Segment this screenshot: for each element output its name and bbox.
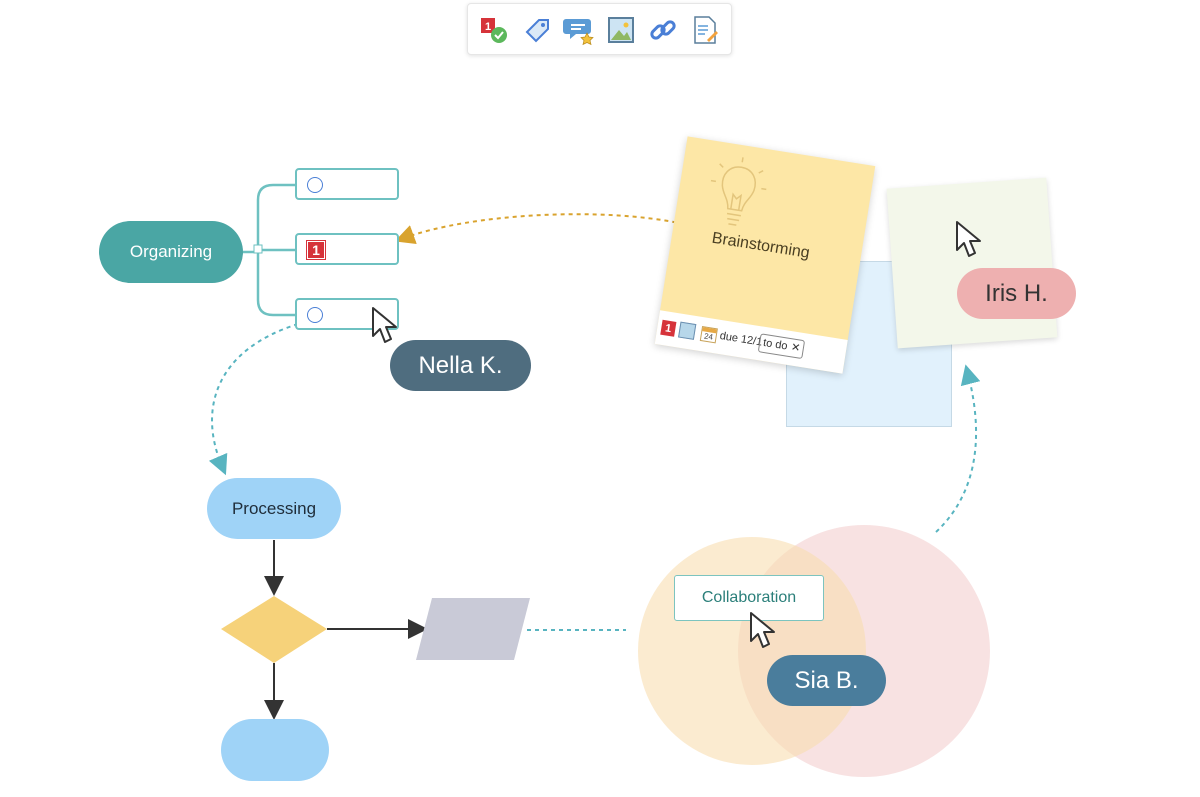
connector-organizing-to-processing [208, 323, 299, 476]
flow-node-terminal[interactable] [221, 719, 329, 781]
mindmap-topic-2[interactable]: 1 [295, 233, 399, 265]
task-circle-icon[interactable] [307, 177, 323, 193]
collaborator-badge-nella: Nella K. [390, 340, 531, 391]
close-icon[interactable]: ✕ [790, 341, 802, 355]
connector-collaboration-to-stickies [935, 364, 981, 533]
sticky-note-green[interactable] [886, 177, 1058, 349]
note-icon[interactable] [689, 14, 721, 46]
calendar-day: 24 [703, 331, 714, 342]
cursor-icon [750, 612, 775, 648]
data-parallelogram[interactable] [416, 598, 530, 660]
comment-icon[interactable] [563, 14, 595, 46]
mindmap-root-organizing[interactable]: Organizing [99, 221, 243, 283]
collaborator-name: Nella K. [418, 351, 503, 379]
task-circle-icon[interactable] [307, 307, 323, 323]
collaborator-name: Iris H. [985, 279, 1048, 307]
floating-toolbar: 1 [467, 3, 732, 55]
mindmap-topic-1[interactable] [295, 168, 399, 200]
cursor-icon [956, 221, 981, 257]
image-icon[interactable] [605, 14, 637, 46]
mindmap-collapse-handle[interactable] [253, 244, 263, 254]
tag-icon[interactable] [521, 14, 553, 46]
priority-1-icon: 1 [660, 319, 677, 337]
flow-node-processing[interactable]: Processing [207, 478, 341, 539]
venn-label-collaboration[interactable]: Collaboration [674, 575, 824, 621]
tag-chip-label: to do [762, 336, 789, 353]
lightbulb-icon [710, 157, 767, 226]
collaborator-badge-sia: Sia B. [767, 655, 886, 706]
calendar-icon: 24 [699, 326, 718, 344]
connector-brainstorm-to-organizing [394, 213, 685, 244]
collaboration-label: Collaboration [701, 589, 797, 606]
link-icon[interactable] [647, 14, 679, 46]
flow-node-processing-label: Processing [231, 498, 317, 518]
mindmap-root-label: Organizing [129, 242, 213, 261]
svg-text:1: 1 [485, 21, 491, 33]
image-icon [678, 321, 697, 340]
collaborator-badge-iris: Iris H. [957, 268, 1076, 319]
due-date: due 12/1 [718, 329, 764, 349]
priority-1-icon: 1 [306, 240, 326, 260]
collaborator-name: Sia B. [794, 666, 859, 694]
decision-diamond[interactable] [221, 596, 327, 663]
mindmap-branch-top [243, 183, 295, 254]
sticky-note-brainstorming[interactable]: Brainstorming 1 24 due 12/1 to do ✕ [654, 136, 876, 374]
task-icon[interactable]: 1 [479, 14, 511, 46]
tag-chip[interactable]: to do ✕ [757, 333, 806, 360]
cursor-icon [372, 307, 397, 343]
mindmap-branch-bottom [256, 252, 295, 317]
